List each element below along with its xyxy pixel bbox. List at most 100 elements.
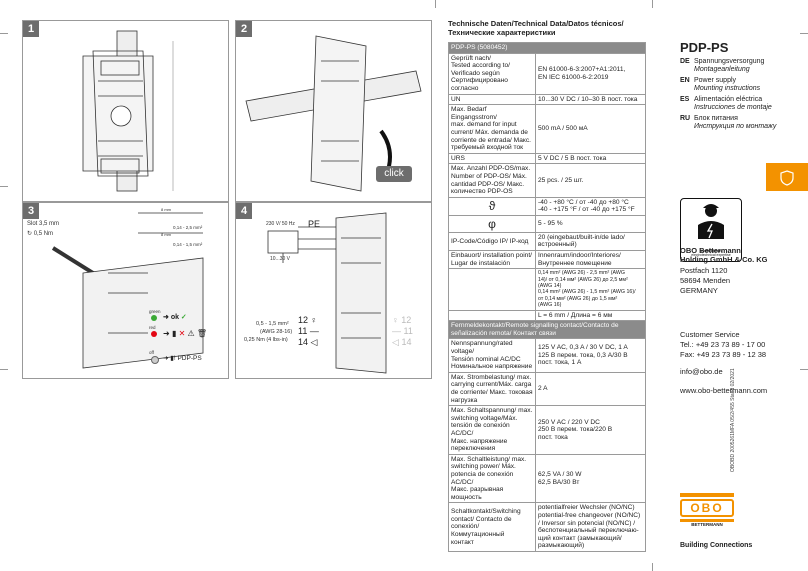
click-badge: click [376,166,412,182]
wiring-illustration [51,212,204,369]
table-header-cell: Fernmeldekontakt/Remote signalling conta… [448,320,646,340]
side-tab [766,163,808,191]
wire-size-label: 0,14 - 1,5 mm² [173,242,203,247]
row-value: 0,14 mm² (AWG 26) - 2,5 mm² (AWG 14)/ от… [535,268,646,311]
panel-number: 3 [23,203,39,219]
row-label: Max. Anzahl PDP-OS/max. Number of PDP-OS… [448,163,536,198]
warning-icon: ! [173,355,178,362]
led-red-icon [151,331,157,337]
terminal-14-ghost: ◁ 14 [392,337,412,347]
row-label [448,268,536,311]
row-label: Max. Schaltleistung/ max. switching powe… [448,453,536,504]
output-voltage-label: 10...30 V [270,256,291,262]
slot-size-label: Slot 3,5 mm [27,221,60,227]
row-value: 20 (eingebaut/built-in/de lado/ встроенн… [535,231,646,252]
table-row: 0,14 mm² (AWG 26) - 2,5 mm² (AWG 14)/ от… [448,268,646,311]
led-green-icon [151,315,157,321]
crop-mark [800,33,808,34]
row-label: IP-Code/Código IP/ IP-код [448,231,536,252]
row-label: Geprüft nach/ Tested according to/ Verif… [448,52,536,95]
crop-mark [800,369,808,370]
panel-number: 4 [236,203,252,219]
device-on-rail-illustration [82,30,174,192]
pe-label: PE [308,219,321,229]
wire-spec-label: 0,5 - 1,5 mm² [256,321,289,327]
torque-spec-label: 0,25 Nm (4 lbs-in) [244,337,288,343]
row-label: Max. Bedarf Eingangsstrom/ max. demand f… [448,104,536,154]
badge-subtitle: electrotechnical expertise [691,253,731,257]
table-row: Geprüft nach/ Tested according to/ Verif… [448,52,646,95]
row-label: Einbauort/ installation point/ Lugar de … [448,250,536,270]
table-row: Schaltkontakt/Switching contact/ Contact… [448,502,646,552]
row-label: Max. Schaltspannung/ max. switching volt… [448,405,536,455]
line-icon: — [392,326,401,336]
row-value: 5 V DC / 5 В пост. тока [535,152,646,165]
tech-title-line2: Технические характеристики [448,28,556,37]
row-value: 500 mA / 500 мА [535,104,646,154]
tech-title-line1: Technische Daten/Technical Data/Datos té… [448,19,624,28]
arrow-icon: ➜ [163,314,171,321]
table-row: Max. Bedarf Eingangsstrom/ max. demand f… [448,104,646,154]
terminal-11-ghost: — 11 [392,326,413,336]
table-row: Max. Schaltspannung/ max. switching volt… [448,405,646,455]
website-link[interactable]: www.obo-bettermann.com [680,386,768,395]
wire-length-label: 8 mm [161,232,171,237]
tagline: Building Connections [680,542,753,549]
company-address: Postfach 1120 58694 Menden GERMANY [680,266,731,295]
arrow-icon: ➜ [163,329,172,338]
status-ok: ➜ ok ✓ [163,314,187,321]
terminal-14: 14 ◁ [298,337,318,347]
supply-voltage-label: 230 V/ 50 Hz [266,221,295,227]
terminal-12-ghost: ♀ 12 [392,315,412,325]
cross-icon: ✕ [176,329,186,338]
fault-indicators: ➜ ▮ ✕ ⚠ 🗑 [163,329,207,338]
terminal-11: 11 — [298,326,319,336]
table-row: Max. Anzahl PDP-OS/max. Number of PDP-OS… [448,163,646,198]
row-label: URS [448,152,536,165]
electrician-icon [698,204,724,239]
row-value: Innenraum/indoor/Interiores/ Внутреннее … [535,250,646,270]
arrow-icon: ➜ [163,355,171,362]
row-label: Max. Strombelastung/ max. carrying curre… [448,371,536,407]
table-row: L = 6 mm / Длина = 6 мм [448,309,646,322]
device-icon: ▮ [170,355,174,362]
step-panel-3: 3 Slot 3,5 mm ↻ 0,5 Nm 8 mm 0,14 - 2,5 m… [22,202,229,379]
email-link[interactable]: info@obo.de [680,367,723,376]
bulb-icon: ♀ [310,315,318,325]
horn-icon: ◁ [310,337,318,347]
row-value: 250 V AC / 220 V DC 250 В перем. тока/22… [535,405,646,455]
table-row: ϑ-40 - +80 °C / от -40 до +80 °C -40 - +… [448,196,646,216]
row-value: 2 A [535,371,646,407]
qualification-badge: Installation electrotechnical expertise [680,198,742,262]
crop-mark [0,33,8,34]
tech-title: Technische Daten/Technical Data/Datos té… [448,19,624,37]
row-value: 25 pcs. / 25 шт. [535,163,646,198]
shield-icon [780,170,794,186]
line-icon: — [309,326,319,336]
row-value: 125 V AC, 0,3 A / 30 V DC, 1 A 125 В пер… [535,338,646,373]
crop-mark [0,186,8,187]
row-value: L = 6 mm / Длина = 6 мм [535,309,646,322]
led-off-label: off [149,350,154,355]
row-value: -40 - +80 °C / от -40 до +80 °C -40 - +1… [535,196,646,216]
led-red-label: red [149,325,156,330]
rotate-icon: ↻ [27,231,34,237]
device-click-illustration [245,35,422,192]
obo-logo: OBO BETTERMANN [680,493,734,531]
horn-icon: ◁ [392,337,399,347]
device-icon: ▮ [171,329,177,338]
logo-text: OBO [680,499,734,517]
terminal-12: 12 ♀ [298,315,318,325]
table-row: Nennspannung/rated voltage/ Tensión nomi… [448,338,646,373]
panel-number: 1 [23,21,39,37]
row-value: 62,5 VA / 30 W 62,5 ВА/30 Вт [535,453,646,504]
wire-length-label: 8 mm [161,207,171,212]
disposal-icon: 🗑 [194,329,208,338]
